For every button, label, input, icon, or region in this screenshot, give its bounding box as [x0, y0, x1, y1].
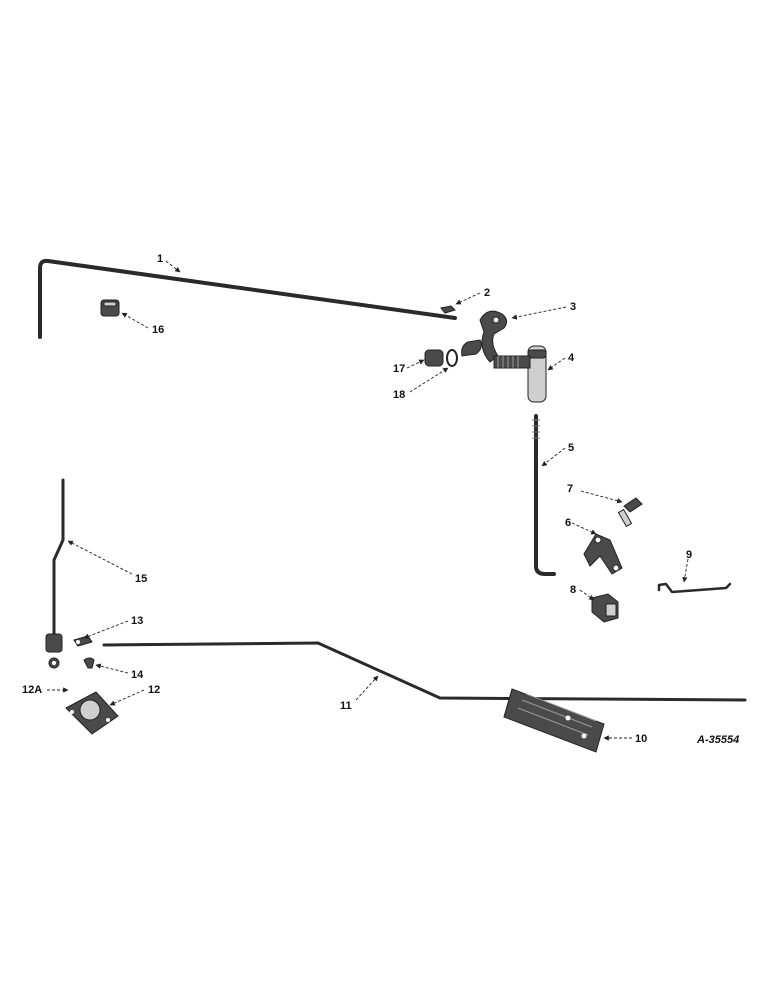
- part-10-pedal: [503, 688, 605, 753]
- callout-12: 12: [148, 684, 160, 696]
- callout-17: 17: [393, 363, 405, 375]
- part-1-rod: [38, 258, 457, 339]
- callout-15: 15: [135, 573, 147, 585]
- callout-8: 8: [570, 584, 576, 596]
- part-18-washer: [446, 349, 458, 367]
- callout-3: 3: [570, 301, 576, 313]
- part-4-swivel: [493, 345, 547, 403]
- part-14-pin: [83, 657, 95, 669]
- part-3-bell-crank: [461, 310, 508, 363]
- part-2-pin: [440, 305, 456, 314]
- callout-6: 6: [565, 517, 571, 529]
- callout-18: 18: [393, 389, 405, 401]
- callout-2: 2: [484, 287, 490, 299]
- part-8-block: [591, 593, 619, 623]
- callout-14: 14: [131, 669, 144, 681]
- callout-16: 16: [152, 324, 164, 336]
- part-12-bracket: [65, 691, 119, 735]
- part-13-clevis: [73, 635, 93, 647]
- part-9-rod: [657, 582, 732, 594]
- callout-11: 11: [340, 700, 352, 712]
- callout-5: 5: [568, 442, 574, 454]
- part-6-lever: [583, 533, 623, 575]
- callout-10: 10: [635, 733, 647, 745]
- callout-13: 13: [131, 615, 143, 627]
- part-5-rod: [532, 414, 556, 576]
- callout-9: 9: [686, 549, 692, 561]
- part-16-nut: [100, 299, 120, 317]
- part-7-stud: [617, 497, 643, 528]
- callout-4: 4: [568, 352, 575, 364]
- part-15-rod: [45, 478, 65, 669]
- callout-1: 1: [157, 253, 163, 265]
- callout-7: 7: [567, 483, 573, 495]
- part-17-nut: [424, 349, 444, 367]
- part-11-rod: [102, 641, 747, 702]
- reference-code: A-35554: [696, 734, 739, 746]
- callout-12a: 12A: [22, 684, 42, 696]
